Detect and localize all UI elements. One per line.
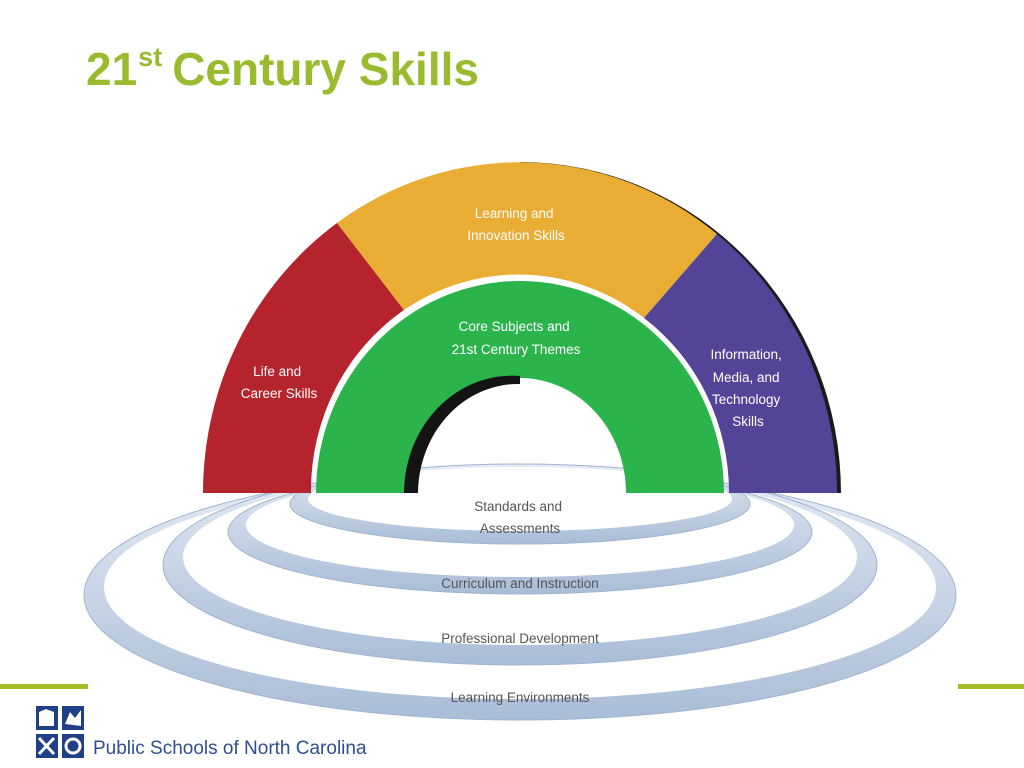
accent-rule-left [0,684,88,689]
label-learning-innovation-skills: Learning and Innovation Skills [467,206,565,243]
label-life-career-skills: Life and Career Skills [241,364,318,401]
segment-learning-innovation-skills [337,162,717,318]
title-number: 21 [86,43,138,95]
footer-organization: Public Schools of North Carolina [93,738,367,759]
title-superscript: st [138,42,163,72]
inner-arch-shadow [404,375,520,493]
label-core-subjects: Core Subjects and 21st Century Themes [452,319,581,357]
slide-title: 21st Century Skills [86,42,479,95]
label-information-media-technology: Information, Media, and Technology Skill… [710,347,785,429]
north-carolina-seal-icon [34,704,86,760]
label-curriculum-instruction: Curriculum and Instruction [441,576,599,591]
label-learning-environments: Learning Environments [451,690,590,705]
segment-life-career-skills [203,223,404,493]
title-text: Century Skills [172,43,479,95]
support-rings [83,463,957,721]
segment-information-media-technology [644,234,837,493]
label-standards-assessments: Standards and Assessments [474,499,566,536]
accent-rule-right [958,684,1024,689]
label-professional-development: Professional Development [441,631,599,646]
